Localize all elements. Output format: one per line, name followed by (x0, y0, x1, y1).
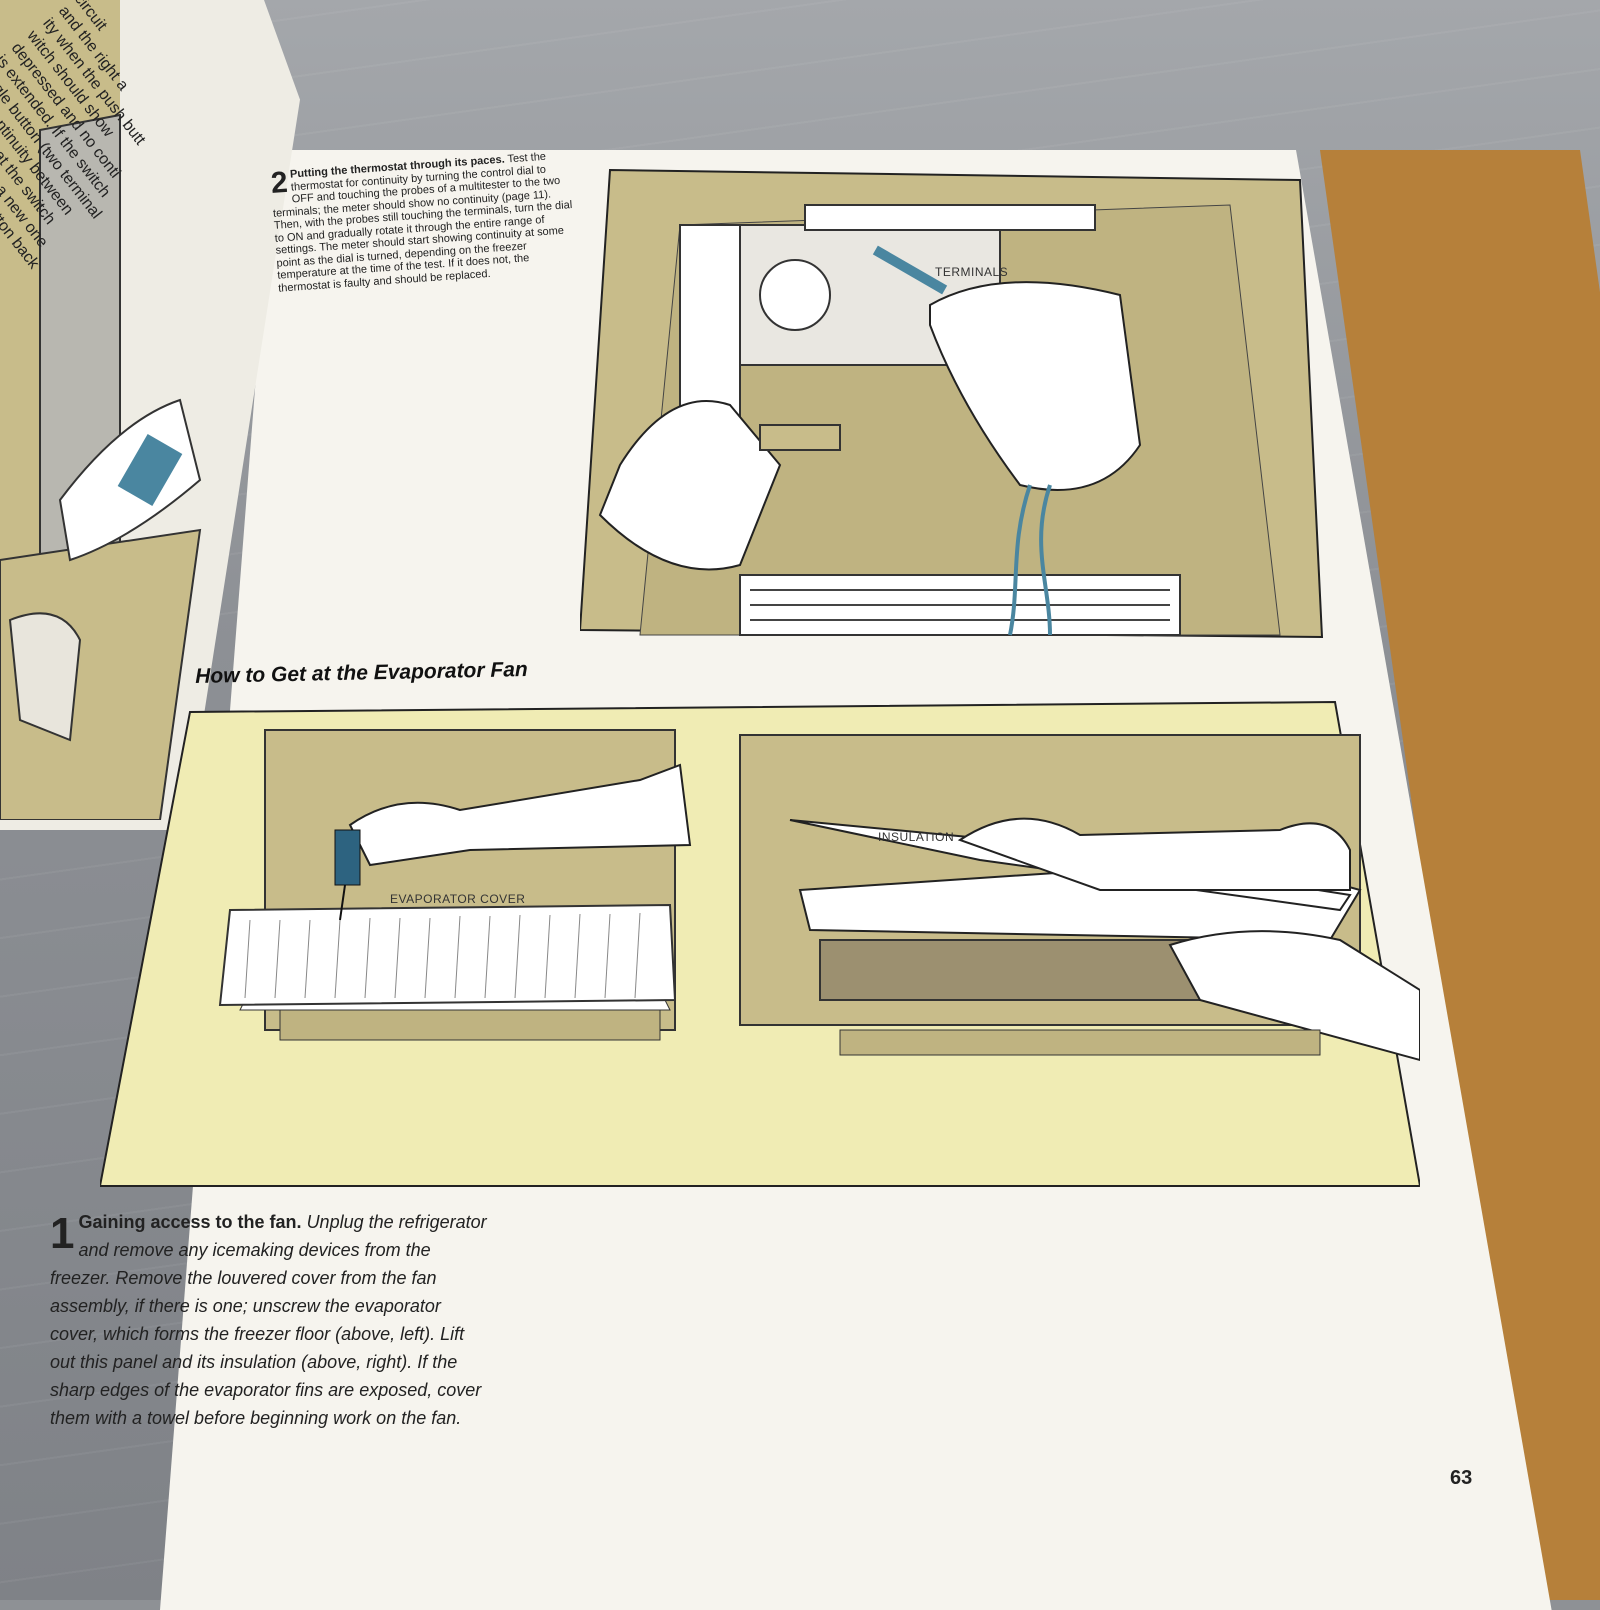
step-2-number: 2 (269, 165, 289, 200)
evaporator-fan-illustration (100, 700, 1420, 1187)
step-1-number: 1 (50, 1209, 75, 1258)
step-1-text: 1 Gaining access to the fan. Unplug the … (50, 1208, 490, 1432)
page-number: 63 (1450, 1467, 1473, 1489)
thermostat-test-illustration (580, 168, 1324, 639)
left-page-illustration (0, 0, 202, 820)
step-1-lead: Gaining access to the fan. (78, 1212, 302, 1232)
terminals-label: TERMINALS (935, 265, 1009, 279)
evaporator-cover-label: EVAPORATOR COVER (390, 892, 526, 906)
step-1-body: Unplug the refrigerator and remove any i… (50, 1212, 487, 1428)
insulation-label: INSULATION (878, 830, 955, 844)
step-2-text: 2 Putting the thermostat through its pac… (270, 149, 578, 295)
